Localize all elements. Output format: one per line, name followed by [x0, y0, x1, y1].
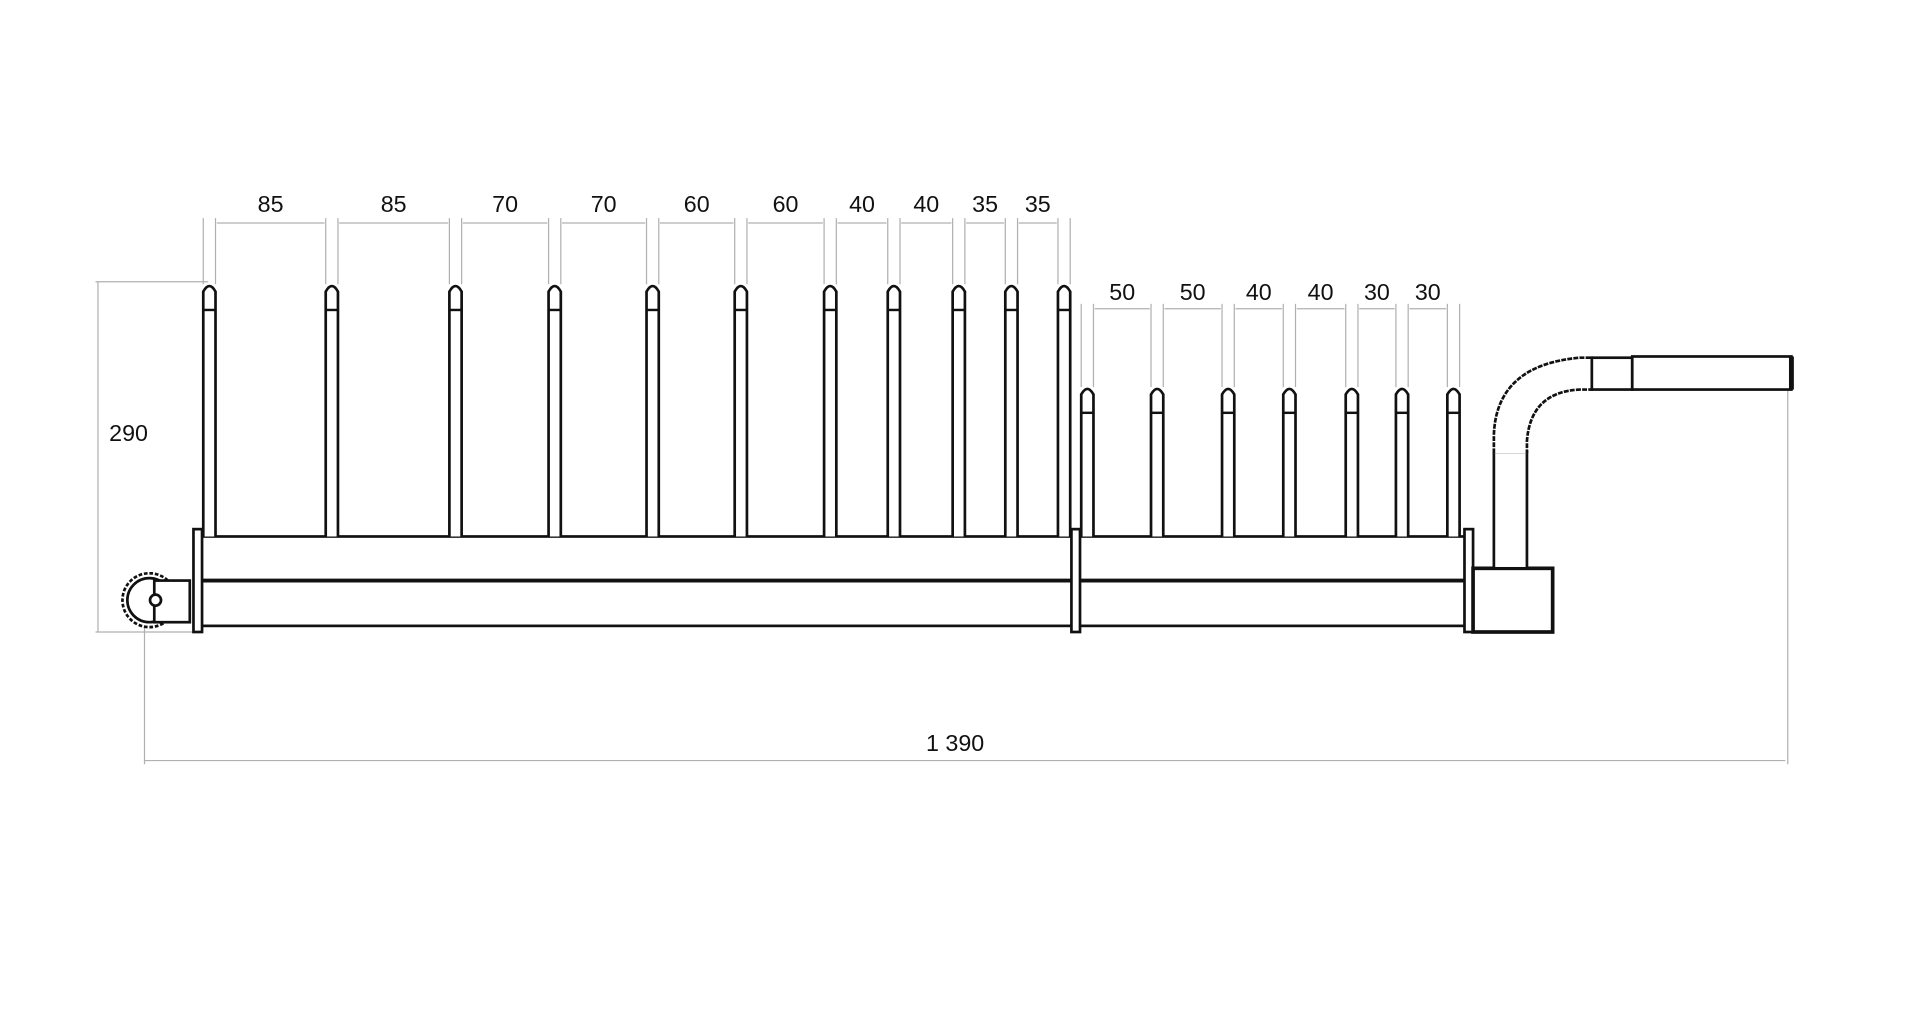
lower-bar	[198, 579, 1470, 628]
dimension-label: 40	[913, 191, 939, 217]
peg	[448, 284, 463, 537]
peg	[1394, 387, 1410, 537]
dimension-label: 85	[258, 191, 284, 217]
dimension-label: 50	[1180, 279, 1206, 305]
dimension-label: 60	[684, 191, 710, 217]
peg	[1003, 284, 1019, 537]
overall-length-label: 1 390	[926, 730, 984, 756]
dimension-label: 60	[773, 191, 799, 217]
peg	[822, 284, 838, 537]
peg	[1220, 387, 1236, 537]
peg	[1281, 387, 1297, 537]
end-plate-middle	[1070, 527, 1082, 634]
dimension-lines	[95, 218, 1789, 765]
handle	[1471, 355, 1794, 634]
peg	[951, 284, 967, 537]
dimension-label: 30	[1364, 279, 1390, 305]
dimension-labels: 85 85 70 70 60 60 40 40 35 35 50 50 40 40 30 30	[258, 191, 1441, 305]
peg	[324, 284, 340, 537]
pegs	[201, 284, 1461, 537]
dimension-label: 85	[381, 191, 407, 217]
upper-bar	[198, 535, 1470, 582]
dimension-label: 35	[1025, 191, 1051, 217]
peg	[645, 284, 661, 537]
dimension-label: 35	[972, 191, 998, 217]
peg	[886, 284, 902, 537]
dimension-label: 70	[492, 191, 518, 217]
peg	[1344, 387, 1360, 537]
dimension-label: 70	[591, 191, 617, 217]
dimension-label: 40	[1308, 279, 1334, 305]
peg	[1079, 387, 1095, 537]
peg	[733, 284, 749, 537]
dimension-label: 30	[1415, 279, 1441, 305]
rack-frame	[121, 284, 1794, 634]
end-plate-left	[192, 527, 204, 634]
dimension-label: 50	[1109, 279, 1135, 305]
wheel	[121, 571, 192, 629]
dimension-label: 40	[849, 191, 875, 217]
peg	[201, 284, 217, 537]
peg	[547, 284, 563, 537]
peg	[1446, 387, 1461, 537]
height-dimension-label: 290	[109, 420, 148, 446]
dimension-label: 40	[1246, 279, 1272, 305]
peg	[1056, 284, 1072, 537]
peg	[1149, 387, 1165, 537]
